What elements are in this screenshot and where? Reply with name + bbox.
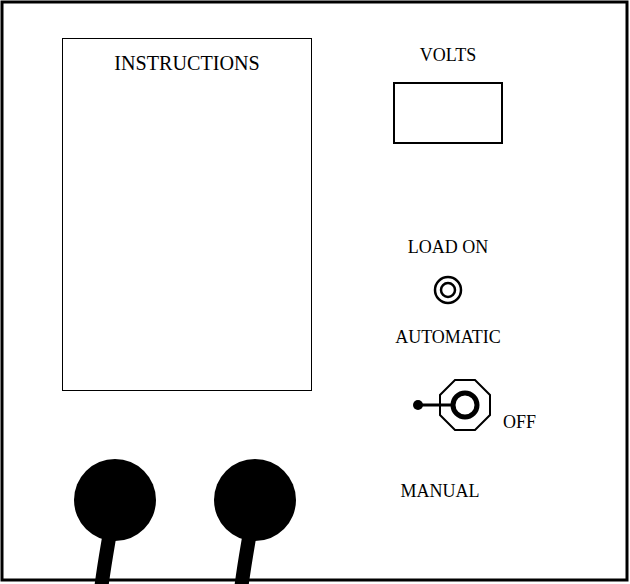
instructions-panel: INSTRUCTIONS xyxy=(62,38,312,391)
toggle-switch xyxy=(413,380,490,430)
switch-position-label: AUTOMATIC xyxy=(395,328,501,346)
switch-position-label: MANUAL xyxy=(401,482,480,500)
cable-gland xyxy=(214,459,296,584)
cable-gland xyxy=(74,459,156,584)
meter-label: VOLTS xyxy=(420,46,476,64)
voltmeter: VOLTS xyxy=(393,82,503,144)
load-lamp xyxy=(435,277,461,303)
switch-position-label: OFF xyxy=(503,413,536,431)
panel-heading: INSTRUCTIONS xyxy=(63,53,311,73)
lamp-label: LOAD ON xyxy=(408,238,489,256)
